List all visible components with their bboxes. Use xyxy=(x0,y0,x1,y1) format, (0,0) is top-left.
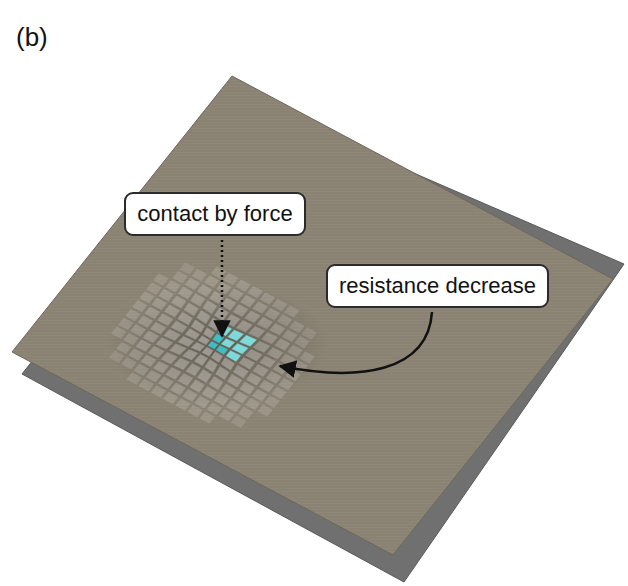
sensor-cell xyxy=(177,373,193,386)
sensor-cell xyxy=(223,273,239,286)
callout-text: contact by force xyxy=(137,202,292,226)
panel-label: (b) xyxy=(16,22,48,53)
sensor-cell xyxy=(153,273,169,286)
sensor-cell xyxy=(211,266,227,279)
sensor-cell xyxy=(299,351,315,363)
sensor-cell xyxy=(208,318,222,331)
sensor-cell xyxy=(197,369,212,383)
sensor-cell xyxy=(165,367,181,380)
sensor-cell xyxy=(158,376,174,389)
active-sensor-cell xyxy=(239,335,257,346)
sensor-cell xyxy=(161,352,178,364)
sensor-cell xyxy=(244,310,260,323)
callout-box: resistance decrease xyxy=(326,264,549,308)
force-arrow xyxy=(221,240,224,336)
sensor-cell xyxy=(272,299,288,312)
active-sensor-cell xyxy=(221,339,235,349)
sensor-cell xyxy=(301,327,317,340)
sensor-cell xyxy=(260,292,276,305)
callout-text: resistance decrease xyxy=(339,274,536,298)
callout-box: contact by force xyxy=(124,192,306,236)
sensor-cell xyxy=(233,304,249,317)
sensor-cell xyxy=(289,321,305,334)
sensor-cell xyxy=(284,305,300,318)
sensor-cell xyxy=(179,262,195,274)
top-electrode-sheet xyxy=(12,76,613,555)
sensor-cell xyxy=(214,307,229,321)
sensor-cell xyxy=(190,379,206,392)
sensor-cell xyxy=(248,326,265,338)
sensor-cell xyxy=(192,269,208,282)
sensor-cell xyxy=(247,286,263,299)
sensor-grid xyxy=(109,262,317,428)
deformation-shading xyxy=(108,283,328,407)
leader-arrow xyxy=(280,312,432,373)
sensor-cell xyxy=(153,361,169,374)
sensor-cell xyxy=(185,363,201,376)
sensor-cell xyxy=(235,279,251,292)
